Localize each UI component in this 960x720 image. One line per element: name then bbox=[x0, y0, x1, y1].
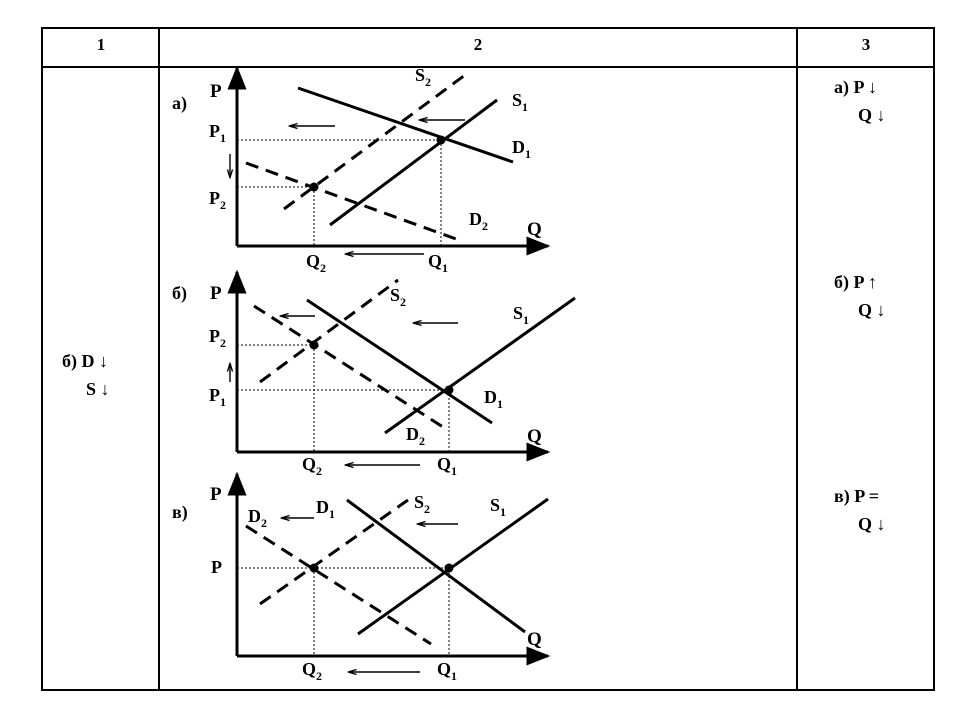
graph-a-d1-line bbox=[297, 86, 514, 164]
arrow-down-icon: ↓ bbox=[876, 300, 886, 320]
graph-b-d1-label: D1 bbox=[484, 387, 503, 411]
col1-line-d: б) D ↓ bbox=[62, 351, 108, 371]
graph-c-s1-label: S1 bbox=[490, 495, 506, 519]
graph-a-d2-label: D2 bbox=[469, 209, 488, 233]
graph-b-d2-line bbox=[253, 304, 444, 429]
graph-a-q1-label: Q1 bbox=[428, 251, 448, 275]
graph-a: а) P Q P1 P2 Q2 Q1 S2 S1 D1 D2 bbox=[172, 65, 551, 275]
graph-a-q-axis-label: Q bbox=[527, 219, 542, 240]
graph-c-d1-label: D1 bbox=[316, 497, 335, 521]
graph-a-d2-line bbox=[245, 161, 457, 241]
arrow-down-icon: ↓ bbox=[876, 514, 886, 534]
graph-a-s1-line bbox=[329, 98, 498, 227]
graph-c-p-axis-label: P bbox=[210, 484, 222, 505]
graph-c-q2-label: Q2 bbox=[302, 659, 322, 683]
graph-a-label: а) bbox=[172, 93, 187, 114]
graph-c-s2-line bbox=[259, 498, 409, 606]
graph-b-d1-line bbox=[306, 298, 493, 425]
arrow-down-icon: ↓ bbox=[868, 77, 877, 97]
graph-b: б) P Q P2 P1 Q2 Q1 S2 S1 D1 D2 bbox=[172, 269, 576, 478]
graph-a-d1-label: D1 bbox=[512, 137, 531, 161]
graph-b-p1-label: P1 bbox=[209, 385, 226, 409]
graph-c-p-label: P bbox=[211, 557, 222, 577]
col1-line-s: S ↓ bbox=[86, 379, 110, 399]
graph-c-d1-line bbox=[346, 498, 526, 634]
graph-b-q2-label: Q2 bbox=[302, 454, 322, 478]
arrow-down-icon: ↓ bbox=[99, 351, 108, 371]
graph-a-s2-label: S2 bbox=[415, 65, 431, 89]
graph-c-label: в) bbox=[172, 502, 188, 523]
graph-a-p1-label: P1 bbox=[209, 121, 226, 145]
graph-c-q-axis-label: Q bbox=[527, 629, 542, 650]
col1-cell: б) D ↓ S ↓ bbox=[62, 347, 110, 403]
graph-b-s1-line bbox=[384, 296, 576, 435]
col3-result-a: а) P ↓ Q ↓ bbox=[834, 77, 886, 125]
header-col-2: 2 bbox=[473, 35, 483, 54]
arrow-down-icon: ↓ bbox=[876, 105, 886, 125]
graph-b-equilibrium-2 bbox=[309, 340, 319, 350]
graph-a-equilibrium-1 bbox=[436, 135, 446, 145]
arrow-up-icon: ↑ bbox=[868, 272, 877, 292]
header-col-1: 1 bbox=[96, 35, 106, 54]
graph-c-d2-label: D2 bbox=[248, 506, 267, 530]
graph-b-s2-label: S2 bbox=[390, 285, 406, 309]
graph-c-d2-line bbox=[245, 524, 432, 646]
graph-b-q1-label: Q1 bbox=[437, 454, 457, 478]
graph-a-q2-label: Q2 bbox=[306, 251, 326, 275]
graph-b-q-axis-label: Q bbox=[527, 426, 542, 447]
graph-c-equilibrium-2 bbox=[309, 563, 319, 573]
graph-b-label: б) bbox=[172, 283, 187, 304]
graph-c-q1-label: Q1 bbox=[437, 659, 457, 683]
graph-c: в) P Q P Q2 Q1 D2 D1 S2 S1 bbox=[172, 471, 551, 683]
graph-c-s2-label: S2 bbox=[414, 492, 430, 516]
graph-b-d2-label: D2 bbox=[406, 424, 425, 448]
header-col-3: 3 bbox=[861, 35, 871, 54]
graph-a-p2-label: P2 bbox=[209, 188, 226, 212]
arrow-down-icon: ↓ bbox=[100, 379, 110, 399]
col3-result-b: б) P ↑ Q ↓ bbox=[834, 272, 886, 320]
table-border bbox=[41, 27, 935, 691]
graph-a-equilibrium-2 bbox=[309, 182, 319, 192]
graph-b-s1-label: S1 bbox=[513, 303, 529, 327]
graph-a-s1-label: S1 bbox=[512, 90, 528, 114]
graph-a-s2-line bbox=[283, 70, 470, 211]
graph-b-equilibrium-1 bbox=[444, 385, 454, 395]
col3-result-c: в) P = Q ↓ bbox=[834, 486, 886, 534]
graph-c-equilibrium-1 bbox=[444, 563, 454, 573]
graph-b-p-axis-label: P bbox=[210, 283, 222, 304]
graph-b-s2-line bbox=[259, 278, 399, 384]
graph-a-p-axis-label: P bbox=[210, 81, 222, 102]
graph-b-p2-label: P2 bbox=[209, 326, 226, 350]
